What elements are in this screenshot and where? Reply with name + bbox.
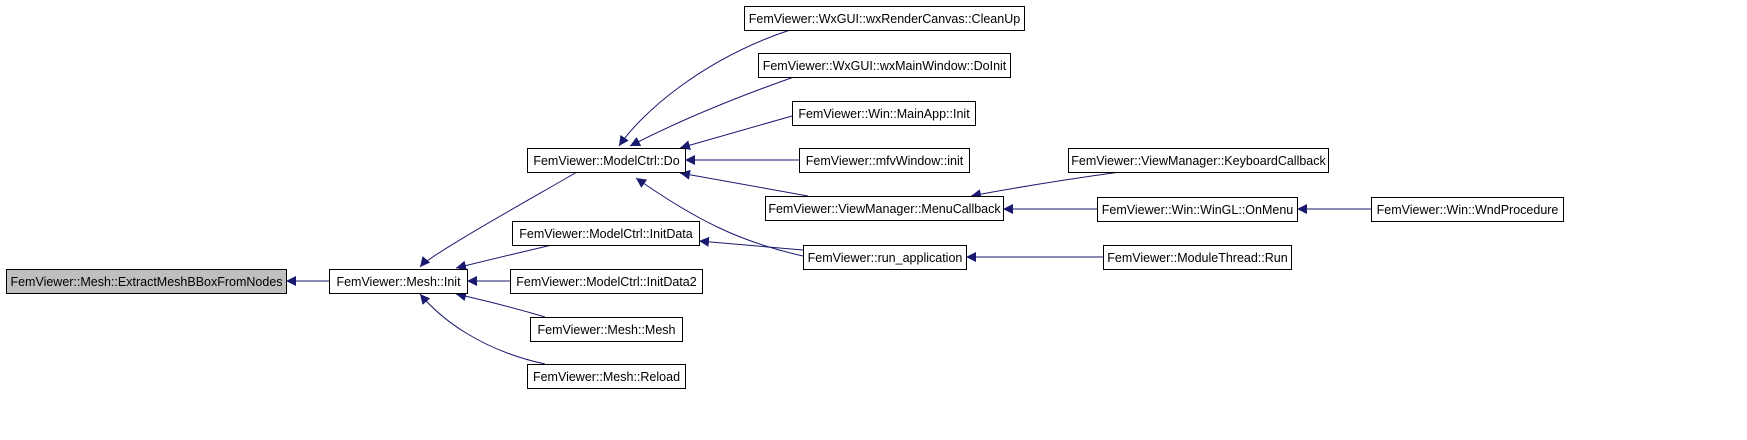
node-label: FemViewer::Win::MainApp::Init [798,107,970,121]
node-label: FemViewer::mfvWindow::init [806,154,964,168]
node-box [765,196,1004,221]
node-box [527,364,686,389]
node-box [1068,148,1329,173]
edge-menucb-to-do [679,169,809,197]
node-label: FemViewer::ViewManager::MenuCallback [768,202,1001,216]
node-box [1103,245,1292,270]
node-box [1097,197,1298,222]
node-box [799,148,970,173]
edge-do-to-init [419,171,578,268]
edge-mesh-to-init [455,291,546,318]
node-box [758,53,1011,78]
node-reload[interactable]: FemViewer::Mesh::Reload [527,364,686,389]
node-mfv[interactable]: FemViewer::mfvWindow::init [799,148,970,173]
node-mainapp[interactable]: FemViewer::Win::MainApp::Init [792,101,976,126]
node-modthread[interactable]: FemViewer::ModuleThread::Run [1103,245,1292,270]
node-do[interactable]: FemViewer::ModelCtrl::Do [527,148,686,173]
node-label: FemViewer::Win::WinGL::OnMenu [1102,203,1294,217]
node-label: FemViewer::Win::WndProcedure [1377,203,1559,217]
node-label: FemViewer::WxGUI::wxMainWindow::DoInit [763,59,1007,73]
node-wndproc[interactable]: FemViewer::Win::WndProcedure [1371,197,1564,222]
node-label: FemViewer::WxGUI::wxRenderCanvas::CleanU… [749,12,1020,26]
node-extract[interactable]: FemViewer::Mesh::ExtractMeshBBoxFromNode… [6,269,287,294]
edge-runapp-to-initdata [698,236,804,251]
nodes-group: FemViewer::Mesh::ExtractMeshBBoxFromNode… [6,6,1564,389]
node-box [1371,197,1564,222]
node-cleanup[interactable]: FemViewer::WxGUI::wxRenderCanvas::CleanU… [744,6,1025,31]
node-box [527,148,686,173]
edge-cleanup-to-do [618,29,791,147]
node-label: FemViewer::Mesh::Reload [533,370,680,384]
node-label: FemViewer::Mesh::Init [336,275,461,289]
node-label: FemViewer::Mesh::Mesh [537,323,675,337]
node-box [329,269,468,294]
node-box [803,245,967,270]
node-label: FemViewer::run_application [808,251,963,265]
node-label: FemViewer::ViewManager::KeyboardCallback [1071,154,1326,168]
node-label: FemViewer::Mesh::ExtractMeshBBoxFromNode… [10,275,282,289]
edge-mainapp-to-do [679,115,793,151]
node-onmenu[interactable]: FemViewer::Win::WinGL::OnMenu [1097,197,1298,222]
node-box [530,317,683,342]
node-initdata[interactable]: FemViewer::ModelCtrl::InitData [512,221,700,246]
edge-initdata-to-init [455,244,553,271]
node-label: FemViewer::ModelCtrl::InitData2 [516,275,696,289]
node-label: FemViewer::ModuleThread::Run [1107,251,1287,265]
edge-keycb-to-menucb [970,171,1121,200]
edge-runapp-to-do [635,177,804,257]
node-label: FemViewer::ModelCtrl::Do [533,154,679,168]
node-box [792,101,976,126]
node-label: FemViewer::ModelCtrl::InitData [519,227,692,241]
node-mesh[interactable]: FemViewer::Mesh::Mesh [530,317,683,342]
edges-group [286,29,1371,365]
node-box [512,221,700,246]
node-box [6,269,287,294]
node-menucb[interactable]: FemViewer::ViewManager::MenuCallback [765,196,1004,221]
node-initdata2[interactable]: FemViewer::ModelCtrl::InitData2 [510,269,703,294]
node-box [744,6,1025,31]
node-doinit[interactable]: FemViewer::WxGUI::wxMainWindow::DoInit [758,53,1011,78]
node-box [510,269,703,294]
edge-doinit-to-do [629,76,795,147]
node-init[interactable]: FemViewer::Mesh::Init [329,269,468,294]
node-runapp[interactable]: FemViewer::run_application [803,245,967,270]
edge-reload-to-init [419,293,546,365]
node-keycb[interactable]: FemViewer::ViewManager::KeyboardCallback [1068,148,1329,173]
